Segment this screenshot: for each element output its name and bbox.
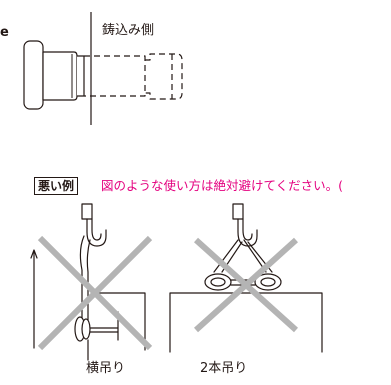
bad-example-badge: 悪い例 <box>34 177 79 195</box>
dashed-extension-1 <box>84 55 146 97</box>
fitting-left-on-box <box>204 273 232 291</box>
cross-left-b <box>37 235 153 351</box>
hook-shank-right <box>232 203 244 220</box>
fitting-rib <box>77 55 85 97</box>
hook-shank-left <box>81 203 93 220</box>
caption-two-point-lift: 2本吊り <box>200 361 248 376</box>
edge-letter: e <box>0 25 9 40</box>
fitting-right-on-box <box>254 273 282 291</box>
fitting-side-view <box>23 12 183 125</box>
box-left <box>94 292 146 351</box>
box-right <box>169 292 323 353</box>
warning-text: 図のような使い方は絶対避けてください。( <box>101 178 344 193</box>
prohibit-crosses <box>37 235 299 351</box>
caption-sideways-lift: 横吊り <box>86 361 126 376</box>
fitting-flange <box>23 40 44 110</box>
hook-left <box>86 218 107 247</box>
cross-right-b <box>193 237 299 333</box>
casting-side-label: 鋳込み側 <box>102 23 155 38</box>
sling-left <box>79 235 85 323</box>
dashed-extension-2 <box>145 53 183 100</box>
two-point-lift-figure <box>169 203 323 353</box>
sling-right-a <box>213 239 239 273</box>
